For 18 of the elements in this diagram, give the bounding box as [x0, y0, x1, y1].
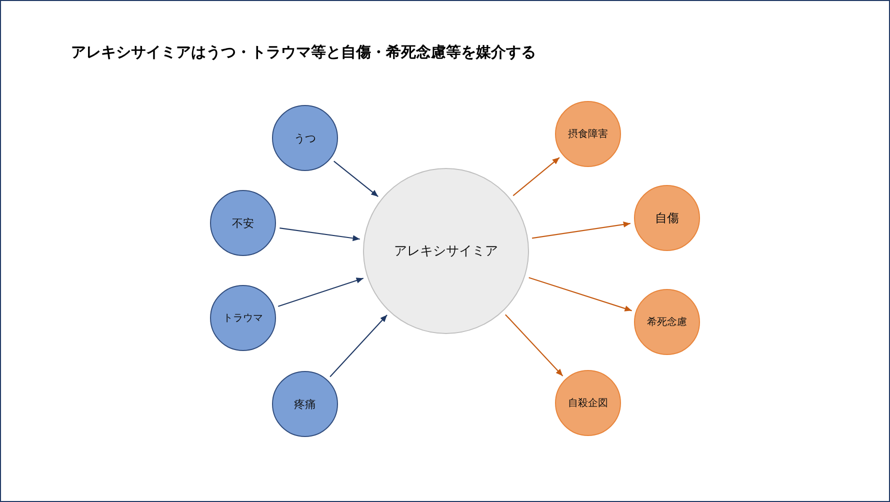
arrow [330, 314, 388, 378]
arrow [334, 160, 378, 198]
node-label: トラウマ [223, 312, 263, 325]
node-label: 疼痛 [294, 396, 316, 412]
arrow [512, 157, 560, 196]
arrow [504, 314, 564, 376]
node-label: 摂食障害 [568, 128, 608, 141]
arrow [280, 228, 360, 242]
arrow [278, 278, 364, 307]
node-label: うつ [294, 130, 316, 146]
node-label: 自傷 [655, 210, 679, 226]
node-label: アレキシサイミア [394, 243, 498, 260]
title: アレキシサイミアはうつ・トラウマ等と自傷・希死念慮等を媒介する [71, 43, 536, 62]
node-label: 不安 [232, 216, 254, 230]
node-label: 希死念慮 [647, 316, 687, 329]
node-label: 自殺企図 [568, 397, 608, 410]
arrow [532, 222, 630, 239]
arrow [528, 277, 632, 312]
